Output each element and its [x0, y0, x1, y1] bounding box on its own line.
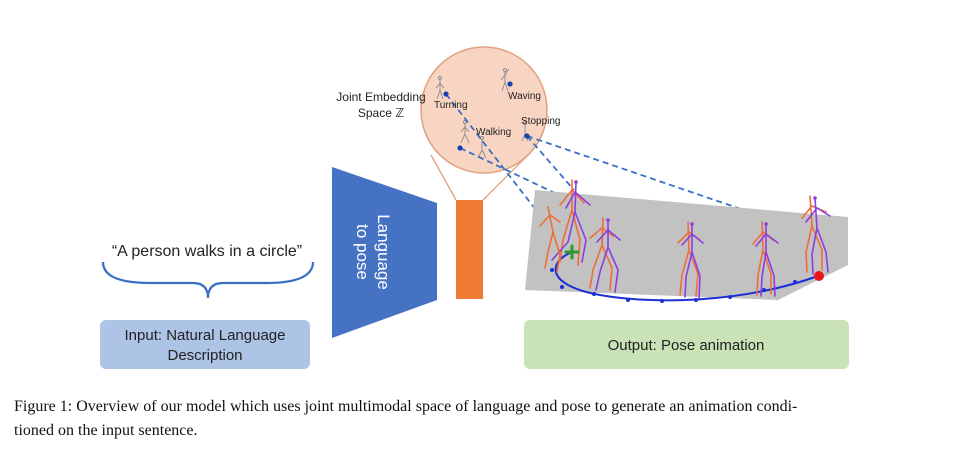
label-waving: Waving	[508, 91, 541, 102]
output-box	[524, 320, 849, 369]
zoom-line-left	[430, 154, 457, 201]
caption-line1: Figure 1: Overview of our model which us…	[14, 398, 798, 415]
input-brace	[101, 261, 315, 299]
latent-vector-bar	[456, 200, 483, 299]
joint-embedding-space	[420, 46, 548, 174]
zoom-line-right	[482, 154, 529, 201]
label-turning: Turning	[434, 100, 468, 111]
encoder-label-line2: to pose	[353, 224, 372, 280]
embedding-point-stopping	[524, 133, 530, 139]
mini-pose-waving-icon	[500, 68, 510, 92]
embedding-title-line1: Joint Embedding	[336, 90, 425, 104]
figure-caption: Figure 1: Overview of our model which us…	[14, 395, 944, 443]
input-box-line2: Description	[167, 347, 242, 364]
embedding-point-turning	[443, 91, 449, 97]
mini-pose-turning-icon	[435, 76, 445, 100]
caption-line2: tioned on the input sentence.	[14, 422, 198, 439]
trajectory-end-marker	[814, 271, 824, 281]
pose-skeletons	[539, 179, 831, 299]
label-stopping: Stopping	[521, 116, 560, 127]
pose-joint-dots	[574, 180, 817, 226]
embedding-title-line2: Space ℤ	[358, 106, 404, 120]
input-box-line1: Input: Natural Language	[125, 327, 286, 344]
input-sentence: “A person walks in a circle”	[112, 243, 302, 260]
encoder-label-line1: Language	[374, 214, 393, 290]
language-to-pose-encoder	[332, 167, 437, 338]
label-walking: Walking	[476, 127, 511, 138]
output-box-label: Output: Pose animation	[608, 337, 765, 354]
trajectory-points	[550, 268, 797, 303]
ground-plane	[525, 190, 848, 300]
embedding-point-walking	[457, 145, 463, 151]
input-box	[100, 320, 310, 369]
overview-diagram: “A person walks in a circle” Input: Natu…	[100, 46, 849, 369]
embedding-point-waving	[507, 81, 513, 87]
walking-trajectory	[554, 251, 819, 302]
trajectory-start-marker	[564, 244, 580, 260]
